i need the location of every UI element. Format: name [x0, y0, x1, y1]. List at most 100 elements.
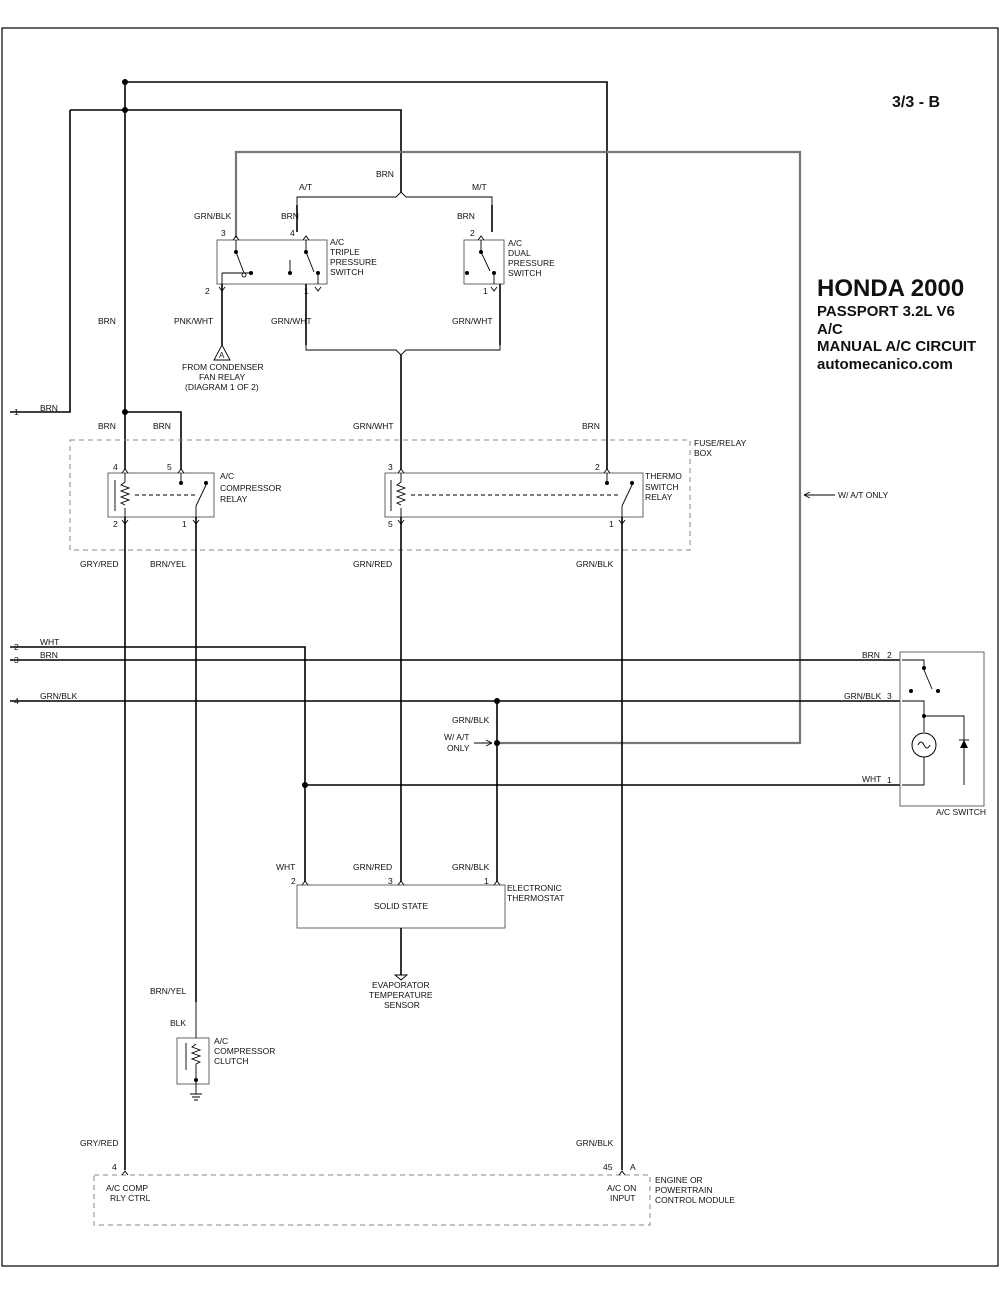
wire-label: BRN/YEL: [150, 986, 187, 996]
splice-dot: [122, 79, 128, 85]
ecm-connector: A: [630, 1162, 636, 1172]
wire-label: GRN/BLK: [576, 559, 614, 569]
clutch-label-2: COMPRESSOR: [214, 1046, 275, 1056]
ac-switch: [899, 651, 985, 807]
middle-relay-pin-5: 5: [388, 519, 393, 529]
dual-switch-pin-1: 1: [483, 286, 488, 296]
wire-label: GRN/BLK: [452, 862, 490, 872]
triple-switch-label-3: PRESSURE: [330, 257, 377, 267]
dual-switch-label-2: DUAL: [508, 248, 531, 258]
thermo-relay-label-1: THERMO: [645, 471, 682, 481]
triple-switch-label-2: TRIPLE: [330, 247, 360, 257]
comp-relay-pin-1: 1: [182, 519, 187, 529]
ecm-label-3: CONTROL MODULE: [655, 1195, 735, 1205]
ac-switch-label: A/C SWITCH: [936, 807, 986, 817]
condenser-ref-marker: [213, 344, 231, 361]
thermo-switch-relay: [384, 472, 644, 518]
condenser-ref-line-1: FROM CONDENSER: [182, 362, 264, 372]
wire-label: GRN/BLK: [194, 211, 232, 221]
wire-label: GRN/BLK: [40, 691, 78, 701]
condenser-ref-letter: A: [219, 351, 225, 360]
left-pin-3: 3: [14, 655, 19, 665]
comp-relay-label-3: RELAY: [220, 494, 248, 504]
wire-label: GRY/RED: [80, 559, 119, 569]
wire-label: BRN: [457, 211, 475, 221]
dual-switch-label-4: SWITCH: [508, 268, 542, 278]
electronic-thermostat: [296, 884, 506, 929]
dual-switch-pin-2: 2: [470, 228, 475, 238]
compressor-clutch: [176, 1002, 210, 1101]
ac-switch-pin-2: 2: [887, 650, 892, 660]
ecm-pin-45: 45: [603, 1162, 613, 1172]
fuse-box-label-1: FUSE/RELAY: [694, 438, 747, 448]
thermostat-pin-3: 3: [388, 876, 393, 886]
comp-relay-label-2: COMPRESSOR: [220, 483, 281, 493]
thermostat-pin-1: 1: [484, 876, 489, 886]
thermo-relay-label-3: RELAY: [645, 492, 673, 502]
triple-pressure-switch: [216, 239, 328, 285]
wire-label: BRN: [582, 421, 600, 431]
ecm-label-1: ENGINE OR: [655, 1175, 703, 1185]
comp-relay-pin-2: 2: [113, 519, 118, 529]
thermo-relay-label-2: SWITCH: [645, 482, 679, 492]
at-only-note: W/ A/T ONLY: [838, 490, 889, 500]
title-make-year: HONDA 2000: [817, 275, 964, 302]
wire-label: BRN: [40, 403, 58, 413]
wire-label: GRN/RED: [353, 559, 392, 569]
wire-label: PNK/WHT: [174, 316, 213, 326]
wire-label: GRN/WHT: [353, 421, 394, 431]
left-pin-1: 1: [14, 407, 19, 417]
wire-label: GRN/WHT: [271, 316, 312, 326]
thermostat-body-label: SOLID STATE: [374, 901, 428, 911]
wire-label: BRN: [98, 316, 116, 326]
wire-label: WHT: [276, 862, 295, 872]
ecm-on-input-1: A/C ON: [607, 1183, 636, 1193]
comp-relay-label-1: A/C: [220, 471, 234, 481]
evap-sensor-label-2: TEMPERATURE: [369, 990, 433, 1000]
fuse-box-label-2: BOX: [694, 448, 712, 458]
engine-control-module: [93, 1174, 651, 1226]
wire-label: A/T: [299, 182, 312, 192]
transmission-brace: [296, 191, 493, 232]
ecm-label-2: POWERTRAIN: [655, 1185, 712, 1195]
clutch-label-3: CLUTCH: [214, 1056, 248, 1066]
thermostat-label-1: ELECTRONIC: [507, 883, 562, 893]
wire-label: GRN/RED: [353, 862, 392, 872]
wire-labels: BRN A/T M/T GRN/BLK BRN BRN BRN PNK/WHT …: [40, 169, 882, 1148]
comp-relay-pin-4: 4: [113, 462, 118, 472]
splice-dot: [122, 107, 128, 113]
wire-label: WHT: [862, 774, 881, 784]
triple-switch-label-1: A/C: [330, 237, 344, 247]
wire-label: WHT: [40, 637, 59, 647]
splice-dot: [122, 409, 128, 415]
wire-label: GRN/BLK: [452, 715, 490, 725]
ac-switch-pin-3: 3: [887, 691, 892, 701]
wat-arrow: [474, 739, 493, 747]
page-label: 3/3 - B: [892, 94, 940, 111]
ac-switch-pin-1: 1: [887, 775, 892, 785]
evap-sensor-symbol: [393, 974, 409, 981]
triple-switch-pin-4: 4: [290, 228, 295, 238]
condenser-ref-line-3: (DIAGRAM 1 OF 2): [185, 382, 259, 392]
left-pin-2: 2: [14, 642, 19, 652]
comp-relay-pin-5: 5: [167, 462, 172, 472]
wire-label: GRN/BLK: [576, 1138, 614, 1148]
wire-label: GRN/BLK: [844, 691, 882, 701]
grn-wht-merge-brace: [305, 345, 501, 356]
title-circuit: MANUAL A/C CIRCUIT: [817, 338, 976, 355]
title-model: PASSPORT 3.2L V6: [817, 303, 955, 320]
wire-label: BRN: [153, 421, 171, 431]
wire-label: M/T: [472, 182, 487, 192]
wire-label: BRN/YEL: [150, 559, 187, 569]
wire-label: BLK: [170, 1018, 186, 1028]
fuse-relay-box: [69, 439, 691, 551]
wire-label: BRN: [862, 650, 880, 660]
triple-switch-pin-3: 3: [221, 228, 226, 238]
dual-switch-label-1: A/C: [508, 238, 522, 248]
evap-sensor-label-3: SENSOR: [384, 1000, 420, 1010]
wat-note-line-1: W/ A/T: [444, 732, 470, 742]
clutch-label-1: A/C: [214, 1036, 228, 1046]
thermostat-pin-2: 2: [291, 876, 296, 886]
dual-switch-label-3: PRESSURE: [508, 258, 555, 268]
